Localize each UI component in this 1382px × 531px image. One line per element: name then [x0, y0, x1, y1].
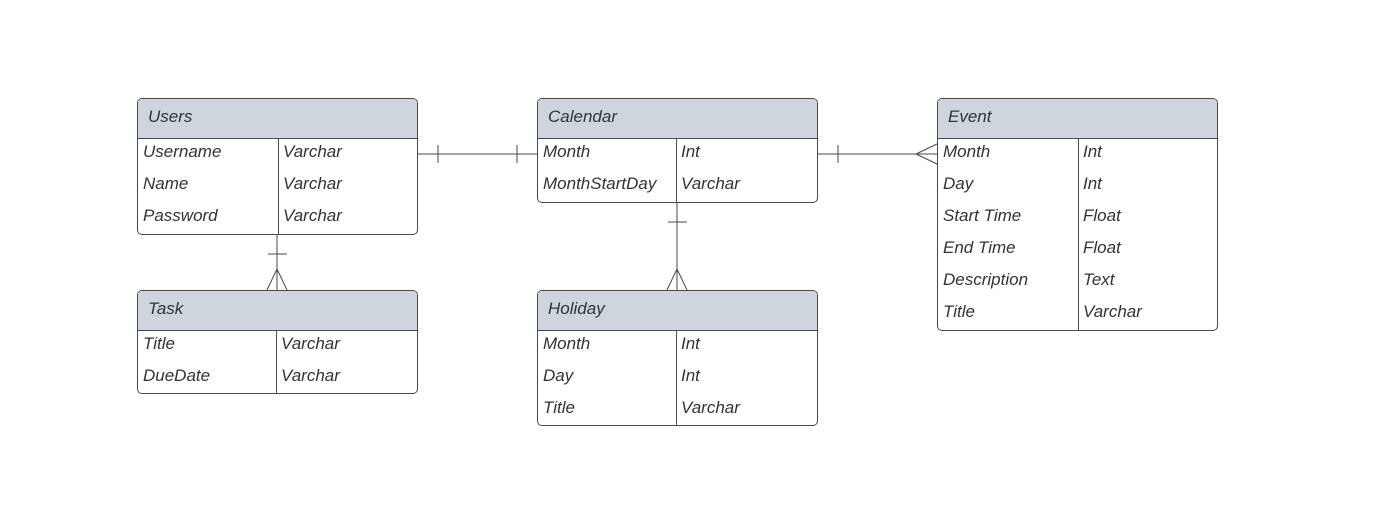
entity-title: Task	[138, 291, 417, 331]
field-name: Password	[143, 206, 218, 225]
entity-fields: Month Int Day Int Title Varchar	[538, 331, 817, 425]
field-type: Varchar	[283, 174, 342, 193]
field-row: Name Varchar	[138, 171, 417, 203]
entity-title: Holiday	[538, 291, 817, 331]
field-name: Day	[543, 366, 574, 385]
field-row: Description Text	[938, 267, 1217, 299]
field-type: Text	[1083, 270, 1115, 289]
field-name: Month	[543, 334, 591, 353]
field-row: DueDate Varchar	[138, 363, 417, 393]
field-type: Int	[681, 142, 700, 161]
entity-fields: Title Varchar DueDate Varchar	[138, 331, 417, 393]
field-type: Varchar	[681, 398, 740, 417]
field-type: Varchar	[283, 206, 342, 225]
entity-fields: Month Int MonthStartDay Varchar	[538, 139, 817, 202]
field-row: Title Varchar	[938, 299, 1217, 330]
field-row: MonthStartDay Varchar	[538, 171, 817, 202]
entity-title: Users	[138, 99, 417, 139]
field-type: Varchar	[281, 366, 340, 385]
field-type: Float	[1083, 206, 1121, 225]
field-name: Start Time	[943, 206, 1022, 225]
field-name: MonthStartDay	[543, 174, 657, 193]
field-name: Title	[543, 398, 575, 417]
field-name: Month	[543, 142, 591, 161]
field-type: Float	[1083, 238, 1121, 257]
field-name: DueDate	[143, 366, 211, 385]
field-row: Day Int	[938, 171, 1217, 203]
field-row: Title Varchar	[138, 331, 417, 363]
entity-calendar[interactable]: Calendar Month Int MonthStartDay Varchar	[537, 98, 818, 203]
field-name: Name	[143, 174, 189, 193]
column-divider	[278, 139, 279, 234]
field-name: End Time	[943, 238, 1016, 257]
column-divider	[276, 331, 277, 393]
field-row: Username Varchar	[138, 139, 417, 171]
field-type: Varchar	[283, 142, 342, 161]
entity-event[interactable]: Event Month Int Day Int Start Time Float…	[937, 98, 1218, 331]
relationship-users-calendar	[418, 145, 537, 163]
field-name: Username	[143, 142, 222, 161]
field-name: Day	[943, 174, 974, 193]
field-row: Month Int	[938, 139, 1217, 171]
relationship-calendar-event	[818, 143, 938, 165]
field-type: Int	[681, 366, 700, 385]
column-divider	[1078, 139, 1079, 330]
field-row: Month Int	[538, 331, 817, 363]
field-row: Title Varchar	[538, 395, 817, 425]
entity-title: Event	[938, 99, 1217, 139]
field-row: Day Int	[538, 363, 817, 395]
entity-fields: Username Varchar Name Varchar Password V…	[138, 139, 417, 234]
field-name: Description	[943, 270, 1029, 289]
field-row: End Time Float	[938, 235, 1217, 267]
field-type: Varchar	[281, 334, 340, 353]
field-name: Month	[943, 142, 991, 161]
relationship-users-task	[266, 234, 288, 291]
field-type: Int	[1083, 174, 1102, 193]
column-divider	[676, 139, 677, 202]
column-divider	[676, 331, 677, 425]
field-type: Varchar	[681, 174, 740, 193]
field-name: Title	[943, 302, 975, 321]
entity-title: Calendar	[538, 99, 817, 139]
entity-task[interactable]: Task Title Varchar DueDate Varchar	[137, 290, 418, 394]
entity-holiday[interactable]: Holiday Month Int Day Int Title Varchar	[537, 290, 818, 426]
relationship-calendar-holiday	[666, 202, 688, 291]
field-row: Month Int	[538, 139, 817, 171]
field-type: Int	[681, 334, 700, 353]
field-name: Title	[143, 334, 175, 353]
field-row: Start Time Float	[938, 203, 1217, 235]
entity-fields: Month Int Day Int Start Time Float End T…	[938, 139, 1217, 330]
field-type: Varchar	[1083, 302, 1142, 321]
field-type: Int	[1083, 142, 1102, 161]
field-row: Password Varchar	[138, 203, 417, 234]
entity-users[interactable]: Users Username Varchar Name Varchar Pass…	[137, 98, 418, 235]
